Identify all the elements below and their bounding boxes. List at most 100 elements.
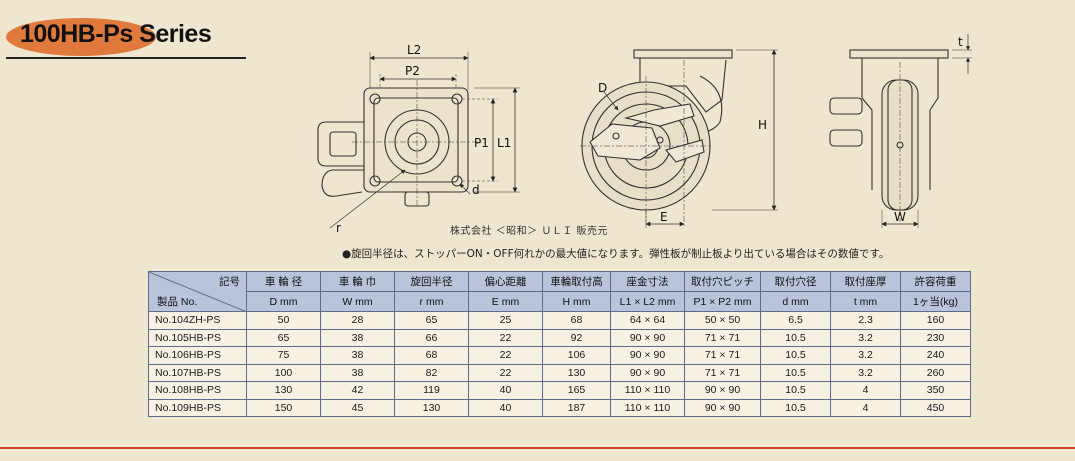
dim-label-wheel-d: D <box>598 81 607 95</box>
title-underline <box>6 57 246 59</box>
header-col-5-name: 車輪取付高 <box>542 271 611 292</box>
header-col-2-unit: W mm <box>320 291 395 312</box>
cell-turning-radius: 82 <box>394 363 469 382</box>
table-row: No.107HB-PS 100 38 82 22 130 90 × 90 71 … <box>148 363 971 382</box>
cell-wheel-width: 38 <box>320 328 395 347</box>
cell-height: 187 <box>542 398 611 417</box>
cell-hole-pitch: 71 × 71 <box>684 346 761 365</box>
header-col-8-name: 取付穴径 <box>760 271 831 292</box>
cell-wheel-diameter: 50 <box>246 311 321 330</box>
front-view-drawing <box>829 34 972 228</box>
cell-plate-size: 110 × 110 <box>610 381 685 400</box>
spec-table: 記号 製品 No. 車 輪 径 車 輪 巾 旋回半径 偏心距離 車輪取付高 座金… <box>148 271 971 417</box>
cell-offset: 22 <box>468 328 543 347</box>
cell-plate-thickness: 4 <box>830 398 901 417</box>
title-badge <box>6 18 156 56</box>
header-col-2-name: 車 輪 巾 <box>320 271 395 292</box>
header-col-3-name: 旋回半径 <box>394 271 469 292</box>
cell-hole-diameter: 10.5 <box>760 346 831 365</box>
header-col-7-unit: P1 × P2 mm <box>684 291 761 312</box>
caster-technical-drawing: L2 P2 P1 L1 r d D H E t W <box>317 34 972 235</box>
bottom-rule <box>0 447 1075 449</box>
table-row: No.109HB-PS 150 45 130 40 187 110 × 110 … <box>148 398 971 417</box>
cell-wheel-diameter: 130 <box>246 381 321 400</box>
cell-hole-diameter: 10.5 <box>760 363 831 382</box>
header-col-8-unit: d mm <box>760 291 831 312</box>
cell-offset: 40 <box>468 381 543 400</box>
header-col-9-name: 取付座厚 <box>830 271 901 292</box>
cell-hole-pitch: 90 × 90 <box>684 381 761 400</box>
dim-label-e: E <box>660 210 668 224</box>
cell-wheel-diameter: 75 <box>246 346 321 365</box>
cell-turning-radius: 130 <box>394 398 469 417</box>
header-col-10-name: 許容荷重 <box>900 271 971 292</box>
cell-wheel-diameter: 150 <box>246 398 321 417</box>
cell-offset: 22 <box>468 363 543 382</box>
product-no: No.106HB-PS <box>148 346 247 365</box>
header-col-7-name: 取付穴ピッチ <box>684 271 761 292</box>
dim-label-h: H <box>758 118 767 132</box>
cell-height: 130 <box>542 363 611 382</box>
distributor-stamp: 株式会社 ＜昭和＞ ＵＬＩ 販売元 <box>450 226 609 237</box>
cell-turning-radius: 68 <box>394 346 469 365</box>
cell-hole-diameter: 10.5 <box>760 398 831 417</box>
table-row: No.105HB-PS 65 38 66 22 92 90 × 90 71 × … <box>148 328 971 347</box>
cell-load: 160 <box>900 311 971 330</box>
product-no: No.107HB-PS <box>148 363 247 382</box>
cell-hole-pitch: 71 × 71 <box>684 328 761 347</box>
cell-load: 450 <box>900 398 971 417</box>
cell-plate-thickness: 3.2 <box>830 328 901 347</box>
series-title: 100HB-Ps Series <box>20 20 212 48</box>
table-row: No.106HB-PS 75 38 68 22 106 90 × 90 71 ×… <box>148 346 971 365</box>
dim-label-l1: L1 <box>497 136 511 150</box>
header-symbol: 記号 <box>219 276 240 288</box>
cell-wheel-width: 42 <box>320 381 395 400</box>
cell-plate-size: 90 × 90 <box>610 363 685 382</box>
cell-plate-thickness: 3.2 <box>830 346 901 365</box>
cell-wheel-width: 28 <box>320 311 395 330</box>
header-col-4-unit: E mm <box>468 291 543 312</box>
table-header-row-units: D mm W mm r mm E mm H mm L1 × L2 mm P1 ×… <box>149 291 971 312</box>
cell-plate-size: 90 × 90 <box>610 346 685 365</box>
header-corner-cell: 記号 製品 No. <box>148 271 247 312</box>
table-row: No.108HB-PS 130 42 119 40 165 110 × 110 … <box>148 381 971 400</box>
product-no: No.109HB-PS <box>148 398 247 417</box>
cell-plate-size: 64 × 64 <box>610 311 685 330</box>
header-col-5-unit: H mm <box>542 291 611 312</box>
header-col-6-unit: L1 × L2 mm <box>610 291 685 312</box>
side-view-drawing <box>580 49 778 228</box>
header-col-1-unit: D mm <box>246 291 321 312</box>
cell-height: 92 <box>542 328 611 347</box>
cell-plate-size: 110 × 110 <box>610 398 685 417</box>
cell-load: 260 <box>900 363 971 382</box>
header-col-6-name: 座金寸法 <box>610 271 685 292</box>
header-col-1-name: 車 輪 径 <box>246 271 321 292</box>
cell-height: 165 <box>542 381 611 400</box>
cell-load: 350 <box>900 381 971 400</box>
cell-plate-thickness: 2.3 <box>830 311 901 330</box>
cell-plate-size: 90 × 90 <box>610 328 685 347</box>
header-product-no: 製品 No. <box>157 296 198 308</box>
header-diagonal-line <box>149 272 247 312</box>
dim-label-p2: P2 <box>405 64 420 78</box>
cell-plate-thickness: 4 <box>830 381 901 400</box>
header-col-9-unit: t mm <box>830 291 901 312</box>
cell-hole-diameter: 10.5 <box>760 381 831 400</box>
cell-offset: 22 <box>468 346 543 365</box>
cell-load: 240 <box>900 346 971 365</box>
cell-wheel-width: 38 <box>320 346 395 365</box>
cell-wheel-width: 38 <box>320 363 395 382</box>
cell-offset: 40 <box>468 398 543 417</box>
dim-label-l2: L2 <box>407 43 421 57</box>
cell-hole-diameter: 6.5 <box>760 311 831 330</box>
cell-wheel-width: 45 <box>320 398 395 417</box>
table-header-row-names: 記号 製品 No. 車 輪 径 車 輪 巾 旋回半径 偏心距離 車輪取付高 座金… <box>148 271 971 312</box>
cell-turning-radius: 66 <box>394 328 469 347</box>
dim-label-r: r <box>336 221 341 235</box>
cell-turning-radius: 65 <box>394 311 469 330</box>
turning-radius-note: ●旋回半径は、ストッパーON・OFF何れかの最大値になります。弾性板が制止板より… <box>342 248 890 260</box>
cell-plate-thickness: 3.2 <box>830 363 901 382</box>
cell-hole-pitch: 50 × 50 <box>684 311 761 330</box>
dim-label-t: t <box>958 35 963 49</box>
header-col-3-unit: r mm <box>394 291 469 312</box>
